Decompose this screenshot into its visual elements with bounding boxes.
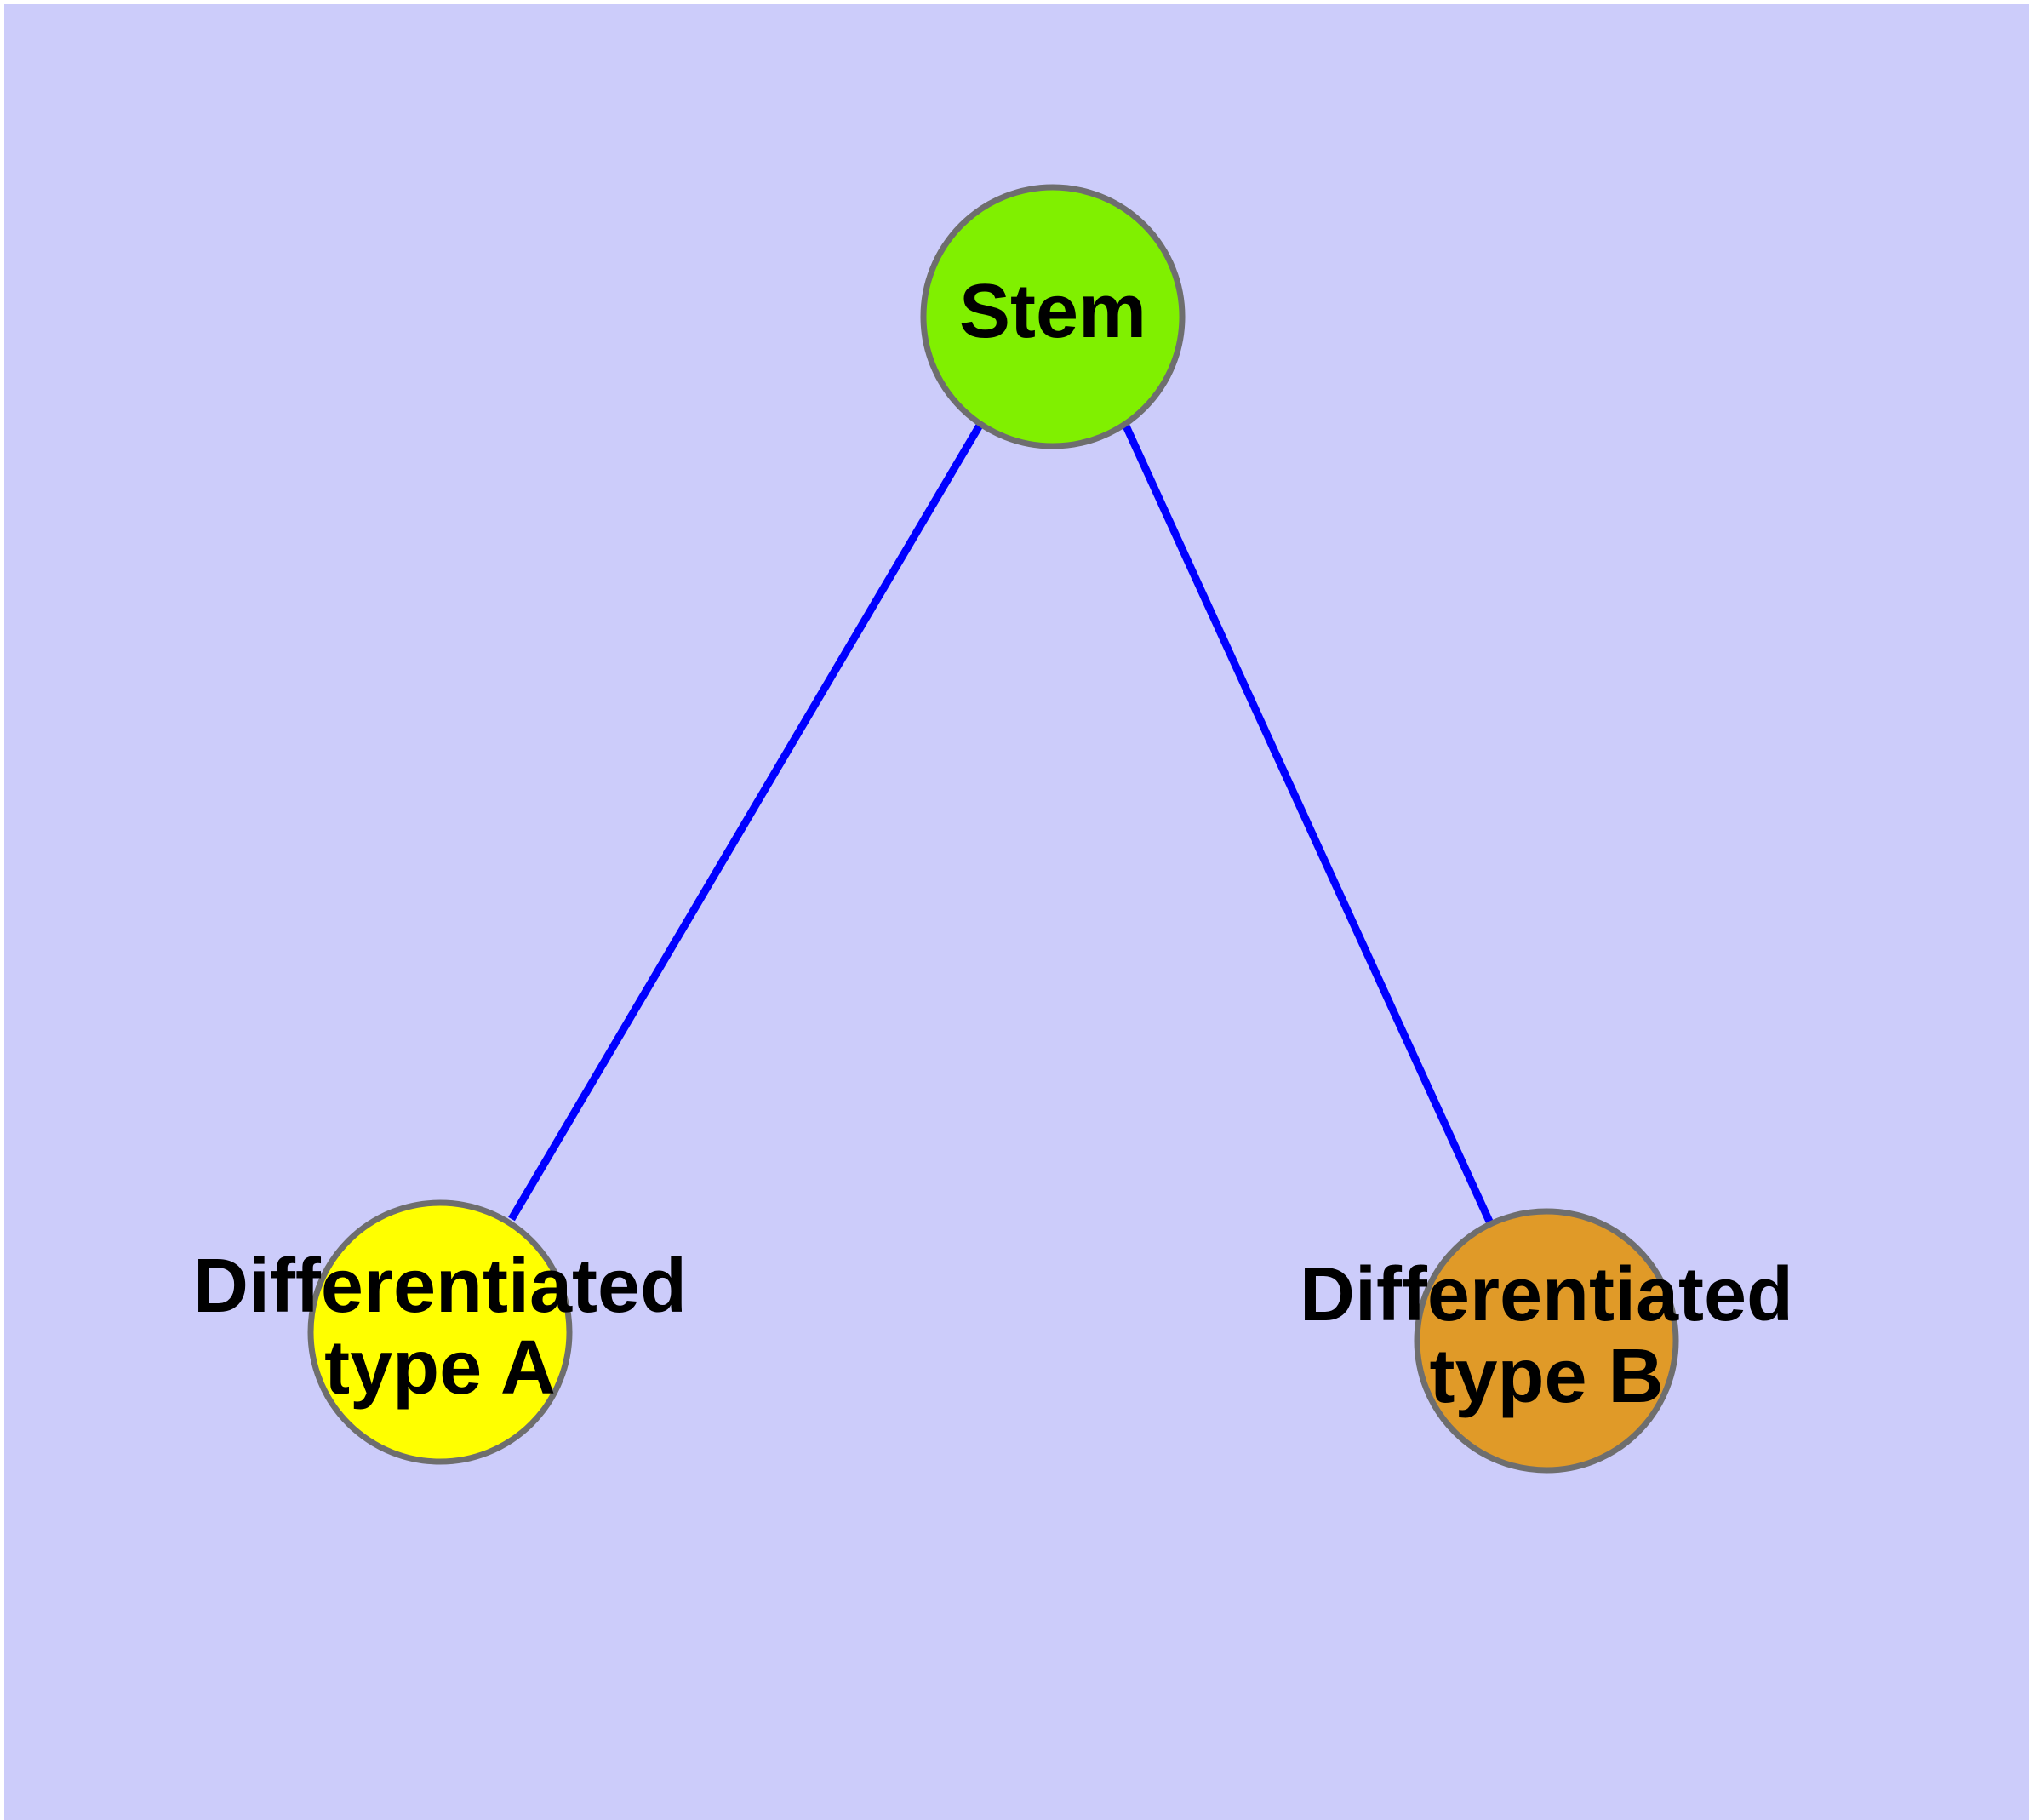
node-circle-stem[interactable] xyxy=(920,184,1186,449)
node-stem[interactable] xyxy=(920,184,1186,449)
nodes-group xyxy=(307,184,1679,1474)
node-differentiated-type-a[interactable] xyxy=(307,1199,573,1465)
node-circle-differentiated-type-b[interactable] xyxy=(1414,1208,1679,1474)
node-label-line: type A xyxy=(324,1325,556,1411)
edges-group xyxy=(508,421,1495,1225)
node-circle-differentiated-type-a[interactable] xyxy=(307,1199,573,1465)
edge-stem-to-differentiated-type-b[interactable] xyxy=(1120,421,1495,1225)
node-label-stem: Stem xyxy=(959,269,1146,354)
node-differentiated-type-b[interactable] xyxy=(1414,1208,1679,1474)
node-label-line: Stem xyxy=(959,269,1146,354)
node-label-line: type B xyxy=(1429,1334,1663,1419)
node-label-line: Differentiated xyxy=(193,1244,687,1329)
edge-stem-to-differentiated-type-a[interactable] xyxy=(508,421,984,1222)
node-label-line: Differentiated xyxy=(1300,1252,1793,1337)
